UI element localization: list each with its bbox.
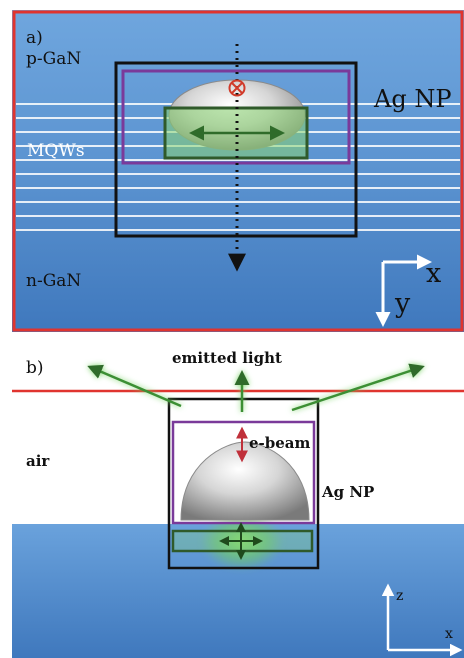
axis-y-label-a: y — [394, 288, 411, 319]
xy-axes-icon — [375, 254, 432, 327]
black-box-b — [167, 397, 320, 570]
panel-a-red-frame — [12, 10, 464, 332]
panel-b-label: b) — [26, 358, 44, 378]
ag-np-label-a: Ag NP — [373, 85, 451, 113]
panel-b: b) emitted light air e-beam Ag NP z x — [12, 338, 464, 658]
panel-a-label: a) — [26, 28, 43, 48]
axis-z-label-b: z — [396, 588, 403, 604]
panel-a: a) p-GaN MQWs n-GaN Ag NP x y — [12, 10, 464, 332]
n-gan-label: n-GaN — [26, 271, 81, 291]
axis-x-label-a: x — [426, 258, 441, 289]
emitted-light-arrows — [87, 363, 425, 412]
mqw-lines — [16, 103, 460, 231]
cross-marker-icon — [228, 79, 246, 97]
zx-axes-icon — [381, 583, 463, 657]
dipole-arrows-b — [219, 522, 263, 560]
ag-nanoparticle-b — [180, 441, 310, 521]
mqws-label: MQWs — [27, 141, 85, 161]
e-beam-label: e-beam — [249, 434, 311, 452]
axis-x-label-b: x — [445, 626, 453, 642]
p-gan-label: p-GaN — [26, 49, 81, 69]
emitted-light-label: emitted light — [172, 349, 282, 367]
air-label: air — [26, 452, 50, 470]
ag-np-label-b: Ag NP — [321, 483, 374, 501]
black-box-a — [114, 61, 358, 238]
